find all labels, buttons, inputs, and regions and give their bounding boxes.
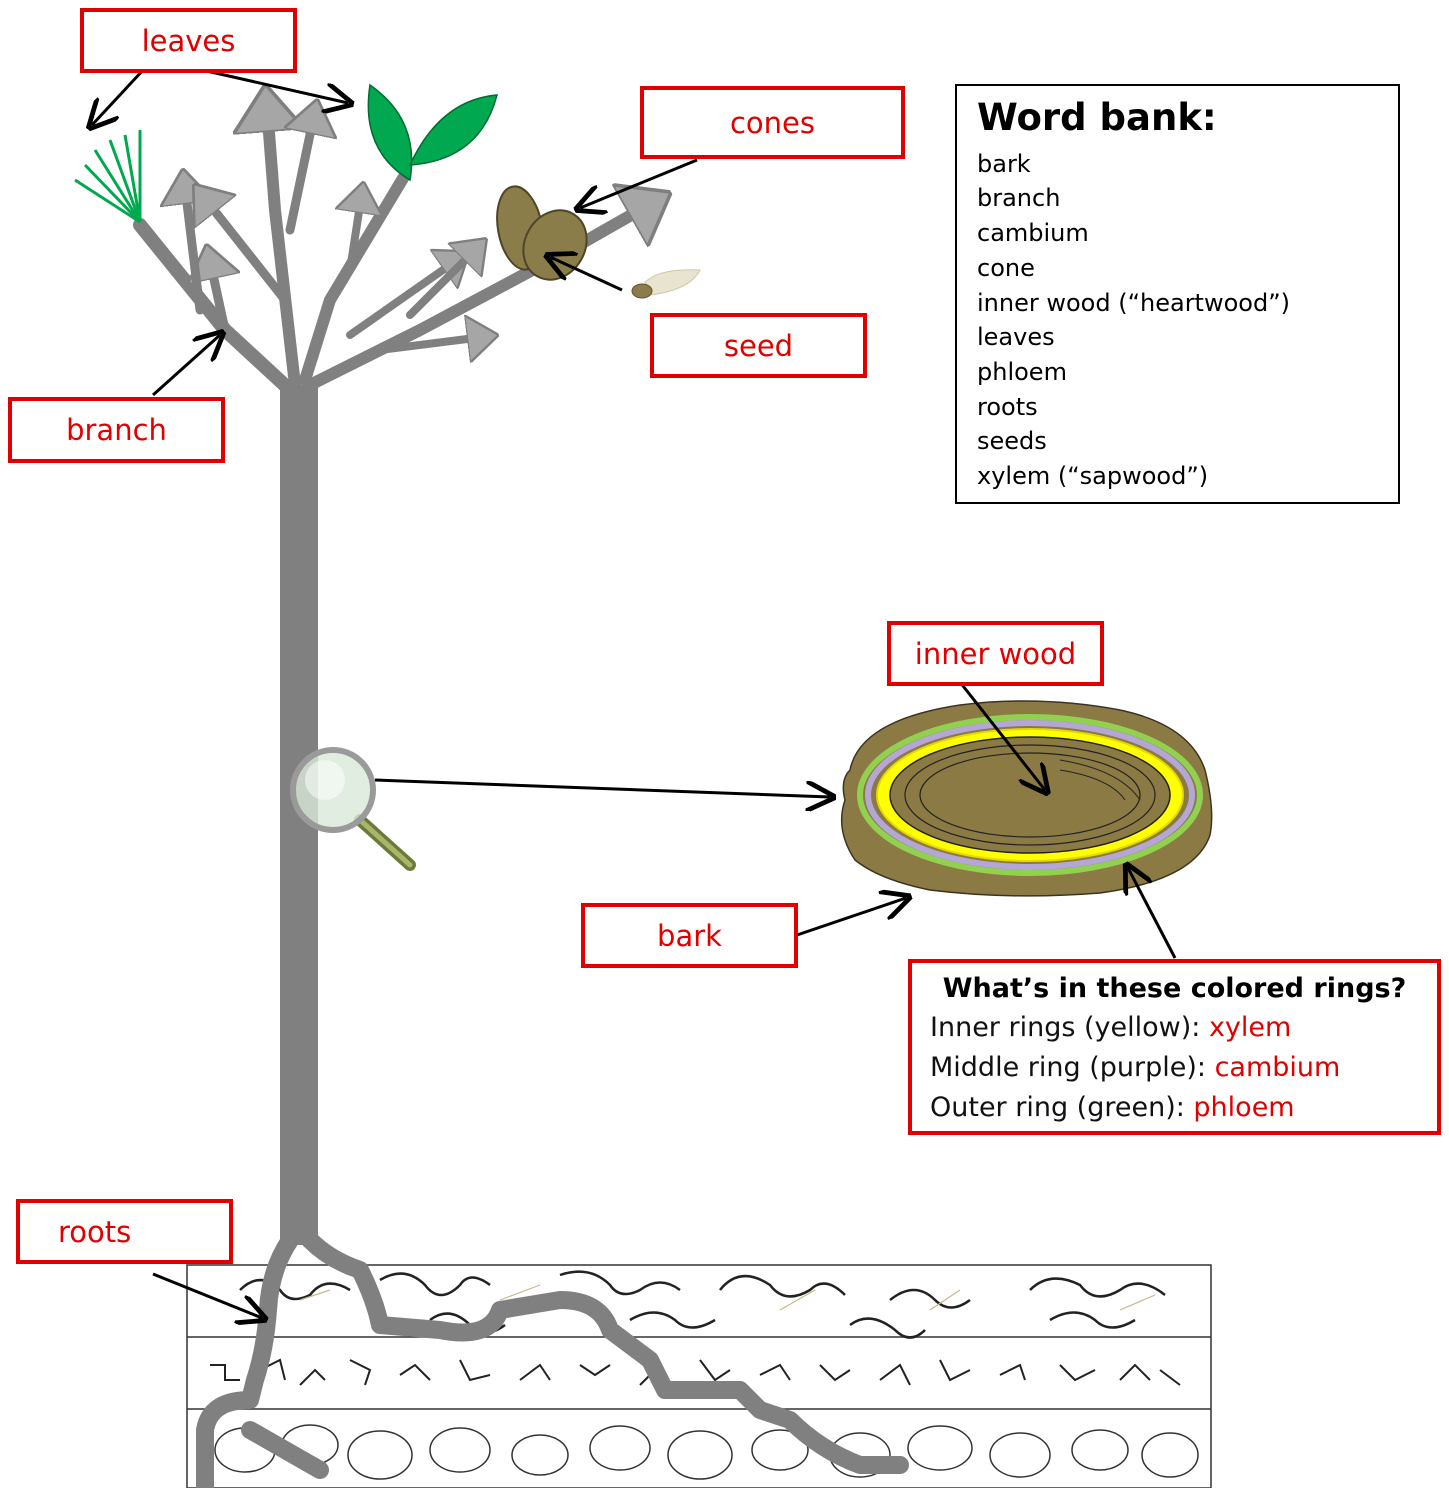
ring-row-middle: Middle ring (purple): cambium bbox=[930, 1048, 1419, 1088]
trunk-cross-section bbox=[840, 700, 1213, 897]
magnifier-icon bbox=[290, 747, 416, 871]
ring-row-inner: Inner rings (yellow): xylem bbox=[930, 1008, 1419, 1048]
arrow-icon bbox=[796, 898, 906, 937]
word-bank-title: Word bank: bbox=[977, 96, 1217, 139]
arrow-icon bbox=[1128, 868, 1177, 959]
label-inner-wood: inner wood bbox=[887, 621, 1104, 686]
ring-row-label: Inner rings (yellow): bbox=[930, 1012, 1209, 1043]
word-bank-item: cone bbox=[977, 253, 1035, 282]
label-seed: seed bbox=[650, 313, 867, 378]
word-bank-item: roots bbox=[977, 392, 1038, 421]
word-bank-item: branch bbox=[977, 184, 1061, 213]
ring-row-answer: phloem bbox=[1193, 1092, 1295, 1123]
arrow-icon bbox=[151, 335, 220, 397]
branches bbox=[133, 120, 640, 397]
seed-shape bbox=[631, 269, 701, 299]
label-leaves: leaves bbox=[80, 8, 297, 73]
arrow-icon bbox=[950, 671, 1045, 790]
label-bark: bark bbox=[581, 903, 798, 968]
arrow-icon bbox=[580, 158, 698, 208]
rings-question-box: What’s in these colored rings? Inner rin… bbox=[908, 959, 1441, 1135]
roots-shape bbox=[196, 1231, 909, 1488]
ring-row-answer: cambium bbox=[1214, 1052, 1341, 1083]
arrow-icon bbox=[550, 257, 623, 292]
label-cones: cones bbox=[640, 86, 905, 159]
ring-row-label: Outer ring (green): bbox=[930, 1092, 1194, 1123]
word-bank-item: bark bbox=[977, 149, 1031, 178]
label-roots: roots bbox=[16, 1199, 233, 1264]
arrow-icon bbox=[92, 66, 147, 125]
ring-row-answer: xylem bbox=[1208, 1012, 1292, 1043]
label-branch: branch bbox=[8, 397, 225, 463]
word-bank: Word bank: bark branch cambium cone inne… bbox=[955, 84, 1400, 504]
word-bank-item: leaves bbox=[977, 323, 1055, 352]
ring-row-outer: Outer ring (green): phloem bbox=[930, 1088, 1419, 1128]
pine-needles bbox=[74, 130, 142, 224]
broad-leaves bbox=[367, 83, 498, 182]
word-bank-item: phloem bbox=[977, 357, 1067, 386]
cones-shape bbox=[496, 185, 588, 281]
word-bank-item: xylem (“sapwood”) bbox=[977, 462, 1209, 491]
rings-question-title: What’s in these colored rings? bbox=[942, 973, 1407, 1004]
word-bank-item: cambium bbox=[977, 219, 1089, 248]
ring-row-label: Middle ring (purple): bbox=[930, 1052, 1215, 1083]
arrow-icon bbox=[374, 778, 830, 797]
soil bbox=[186, 1264, 1212, 1488]
word-bank-item: inner wood (“heartwood”) bbox=[977, 288, 1290, 317]
arrow-icon bbox=[152, 1272, 262, 1318]
word-bank-item: seeds bbox=[977, 427, 1047, 456]
